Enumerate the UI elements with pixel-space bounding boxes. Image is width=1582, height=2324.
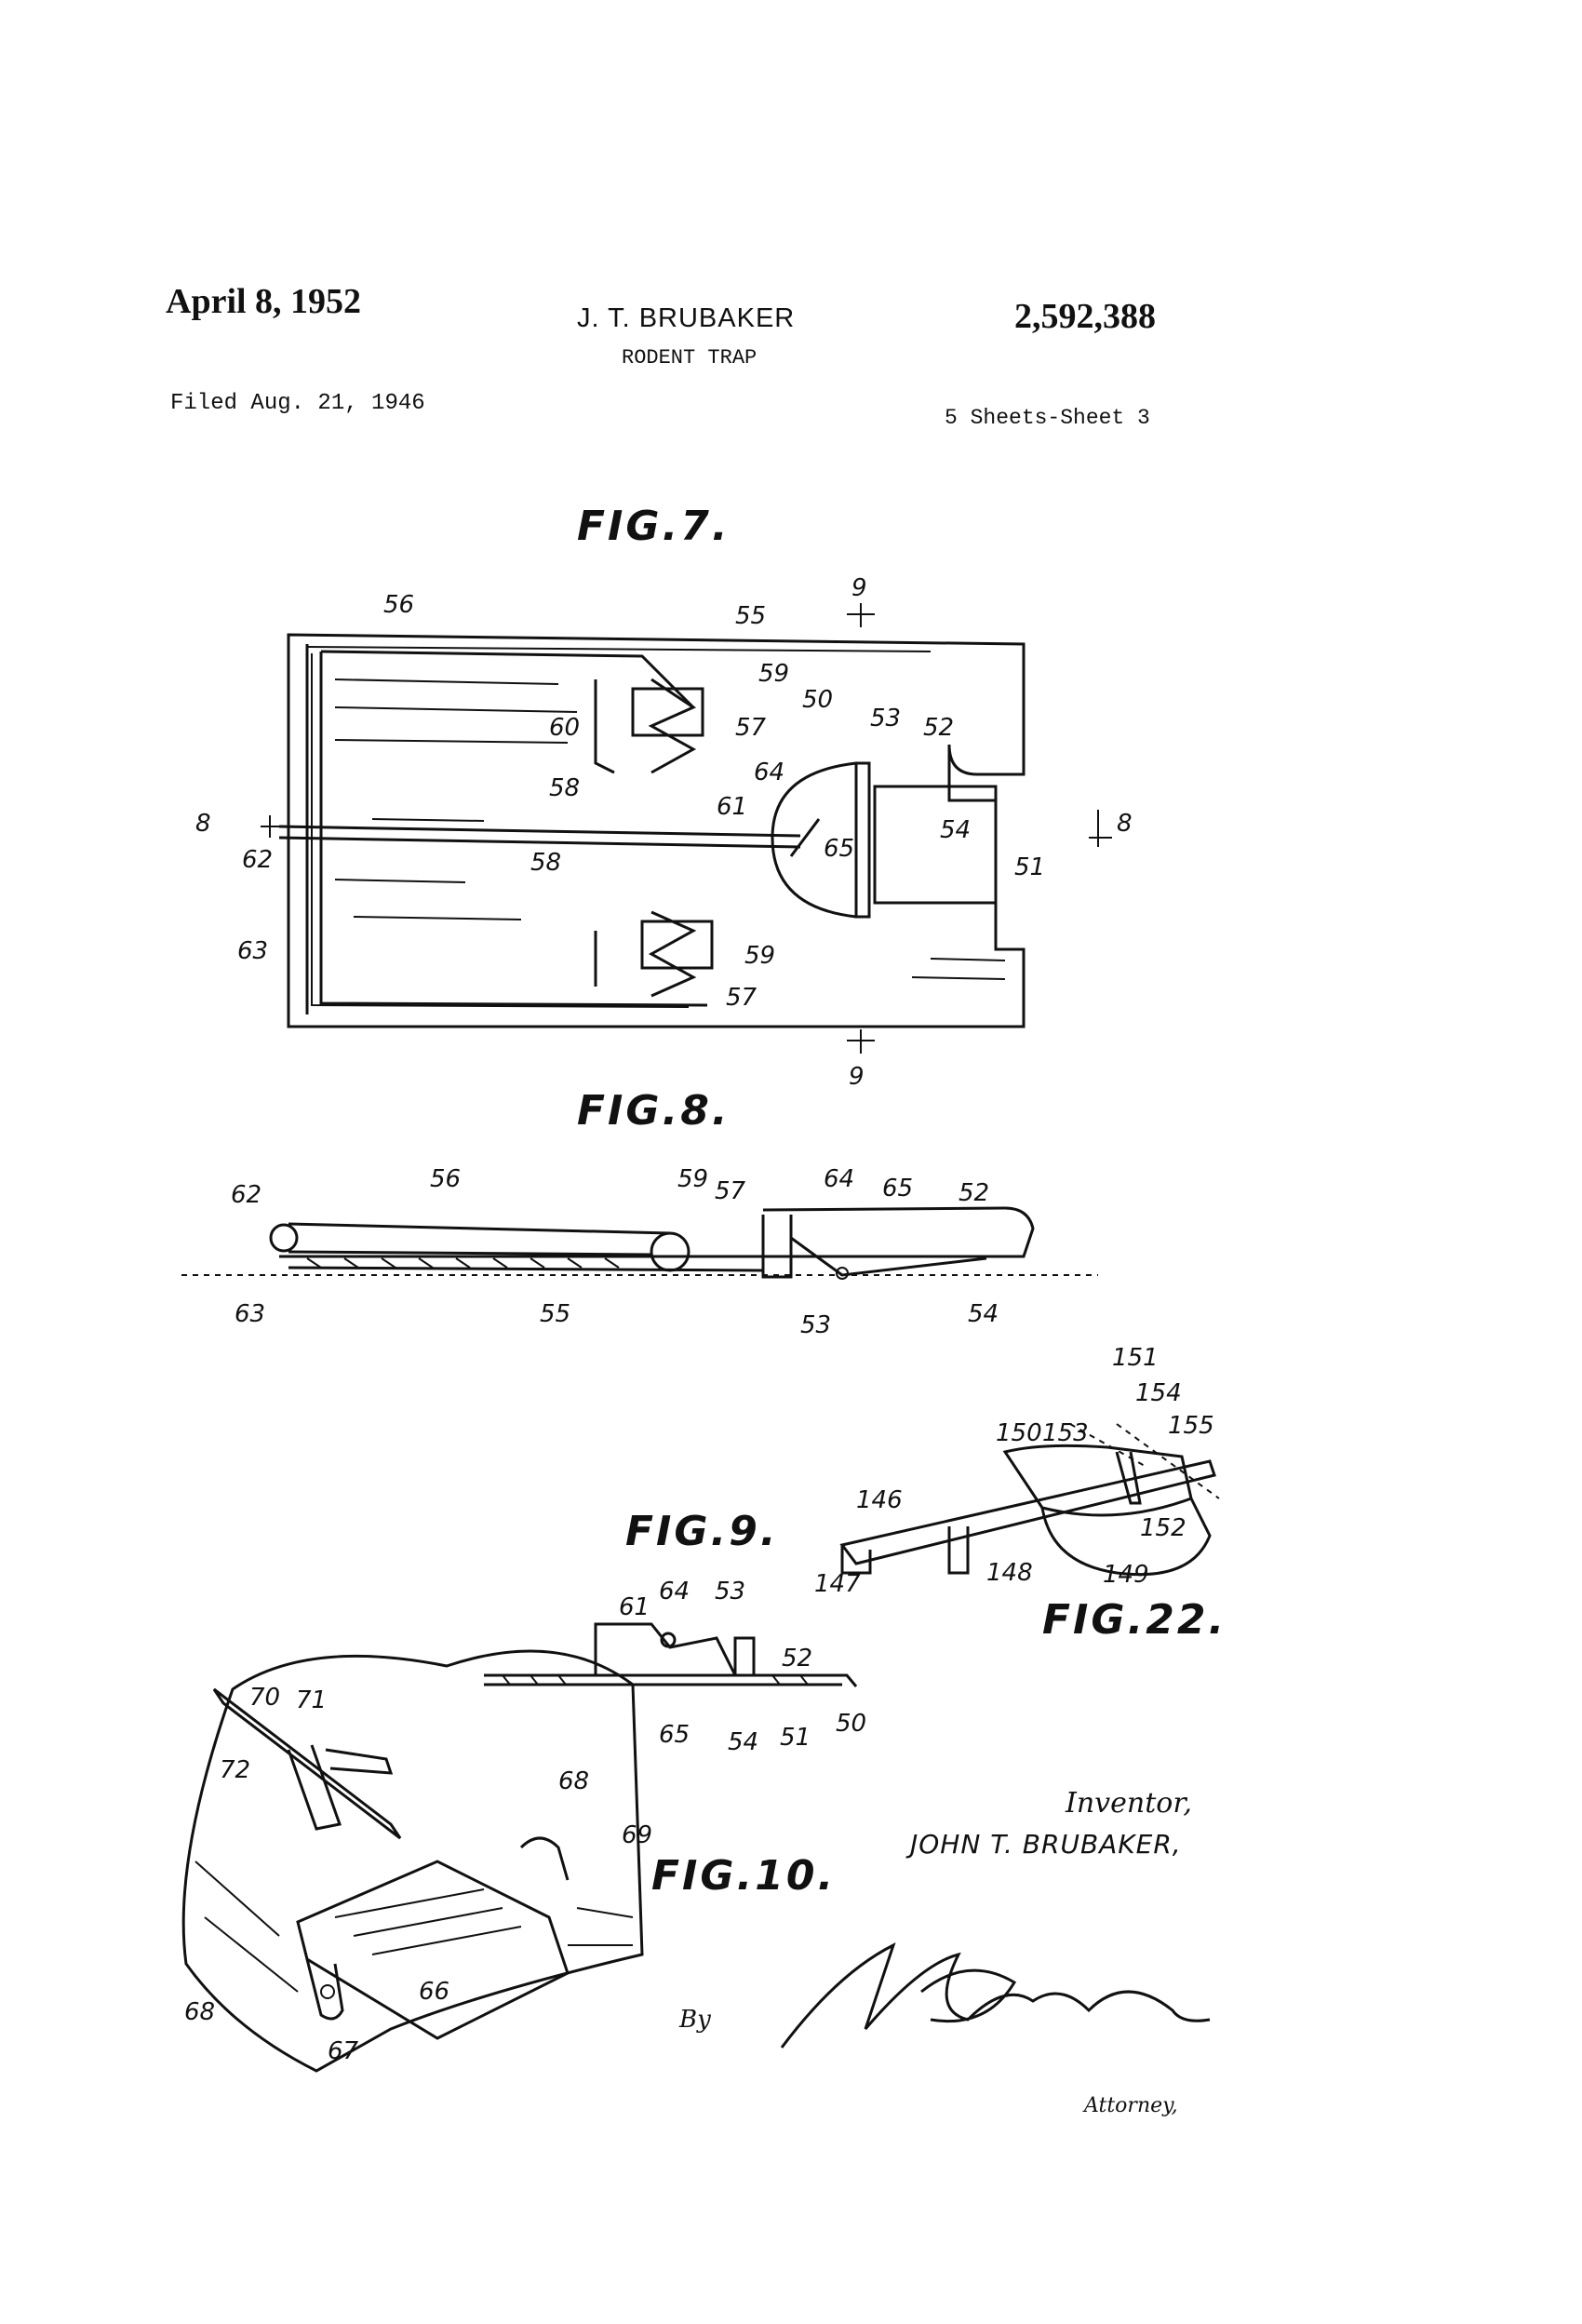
ref8-63: 63 [235,1300,265,1328]
ref22-154: 154 [1135,1379,1182,1407]
ref8-53: 53 [800,1311,831,1339]
fig22-drawing: 151 154 150 153 155 146 152 149 147 148 [814,1344,1220,1598]
fig9-label: FIG.9. [625,1508,779,1555]
ref9-64: 64 [659,1578,690,1605]
ref-55: 55 [735,602,766,630]
ref-8b: 8 [1117,810,1133,838]
ref-51: 51 [1014,853,1045,881]
ref-65: 65 [824,835,854,863]
ref-56: 56 [383,591,414,619]
attorney-signature [780,1942,1211,2049]
patent-title: RODENT TRAP [622,346,757,369]
ref-54: 54 [940,816,971,844]
ref-57: 57 [735,714,767,742]
ref8-64: 64 [824,1165,854,1193]
ref10-72: 72 [220,1756,250,1784]
fig7-label: FIG.7. [577,503,731,550]
ref-58b: 58 [530,849,561,877]
inventor-header: J. T. BRUBAKER [577,303,796,333]
fig8-drawing: 62 56 59 57 64 65 52 63 55 53 54 [181,1165,1098,1339]
ref22-153: 153 [1042,1419,1089,1447]
ref-8a: 8 [195,810,211,838]
inventor-name: JOHN T. BRUBAKER, [910,1829,1182,1860]
ref-59: 59 [758,660,789,688]
ref22-149: 149 [1103,1561,1149,1589]
ref8-52: 52 [959,1179,989,1207]
ref10-68b: 68 [184,1998,215,2026]
ref10-71: 71 [296,1686,327,1714]
ref10-66: 66 [419,1978,449,2006]
ref9-61: 61 [619,1593,650,1621]
sheet-number: 5 Sheets-Sheet 3 [945,406,1150,430]
ref-52: 52 [923,714,954,742]
ref10-69: 69 [622,1821,652,1849]
ref8-59: 59 [677,1165,708,1193]
ref-9b: 9 [849,1063,865,1091]
ref8-55: 55 [540,1300,570,1328]
ref8-56: 56 [430,1165,461,1193]
ref9-52: 52 [782,1645,812,1672]
ref-57b: 57 [726,984,757,1012]
ref8-54: 54 [968,1300,999,1328]
patent-date: April 8, 1952 [166,282,362,321]
ref9-53: 53 [715,1578,745,1605]
ref-58: 58 [549,774,580,802]
fig8-label: FIG.8. [577,1087,731,1135]
attorney-label: Attorney, [1084,2094,1178,2117]
ref22-151: 151 [1112,1344,1159,1372]
ref-50: 50 [802,686,833,714]
fig10-label: FIG.10. [651,1852,837,1900]
fig9-drawing: 61 64 53 52 65 54 51 50 [484,1578,866,1756]
ref8-57: 57 [715,1177,746,1205]
ref-9a: 9 [851,574,867,602]
inventor-label: Inventor, [1066,1787,1192,1820]
ref10-68: 68 [558,1767,589,1795]
ref22-147: 147 [814,1570,861,1598]
filed-date: Filed Aug. 21, 1946 [170,391,425,416]
ref9-65: 65 [659,1721,690,1749]
ref-59b: 59 [744,942,775,970]
ref8-62: 62 [231,1181,261,1209]
fig7-drawing: 56 55 59 50 53 52 60 57 58 64 61 62 65 5… [195,574,1133,1091]
ref8-65: 65 [882,1175,913,1202]
ref9-50: 50 [836,1710,866,1738]
fig22-label: FIG.22. [1042,1596,1227,1644]
ref22-152: 152 [1140,1514,1186,1542]
ref22-150: 150 [996,1419,1042,1447]
ref10-70: 70 [249,1684,280,1712]
ref-64: 64 [754,759,784,786]
by-label: By [679,2006,711,2034]
patent-number: 2,592,388 [1014,297,1156,336]
ref9-54: 54 [728,1728,758,1756]
fig10-drawing: 70 71 72 68 69 66 68 67 [181,1649,652,2073]
ref22-155: 155 [1168,1412,1214,1440]
ref-61: 61 [717,793,747,821]
ref22-146: 146 [856,1486,903,1514]
ref10-67: 67 [328,2037,359,2065]
ref-53: 53 [870,705,901,732]
ref22-148: 148 [986,1559,1033,1587]
ref-63: 63 [237,937,268,965]
ref-62: 62 [242,846,273,874]
ref9-51: 51 [780,1724,811,1752]
ref-60: 60 [549,714,580,742]
